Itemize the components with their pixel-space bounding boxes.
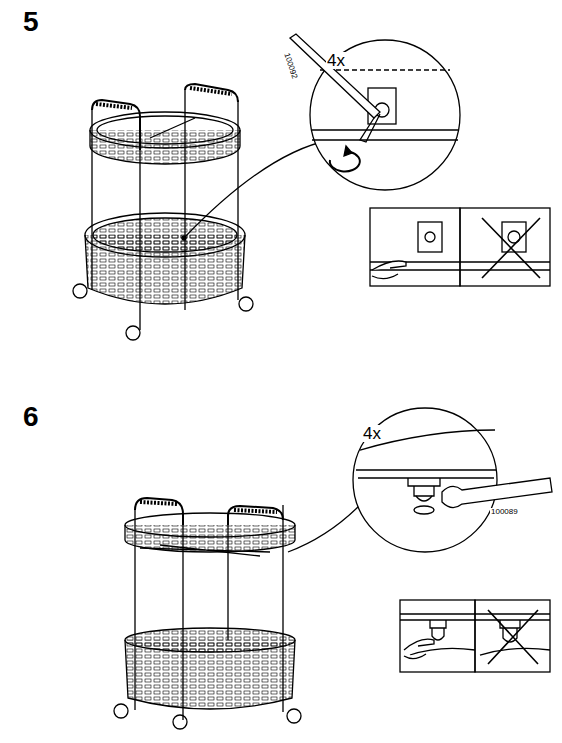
part-number: 100092 (282, 51, 298, 81)
check-boxes-step6 (400, 600, 550, 672)
quantity: 4x (326, 52, 346, 69)
check-boxes-step5 (370, 208, 550, 286)
step-number: 5 (22, 8, 40, 36)
quantity: 4x (362, 425, 382, 442)
detail-circle-step6 (353, 408, 552, 552)
cart-step6 (114, 498, 360, 729)
detail-circle-step5 (290, 34, 460, 190)
step-number: 6 (22, 403, 40, 431)
part-number: 100089 (490, 508, 519, 516)
cart-step5 (73, 84, 330, 340)
